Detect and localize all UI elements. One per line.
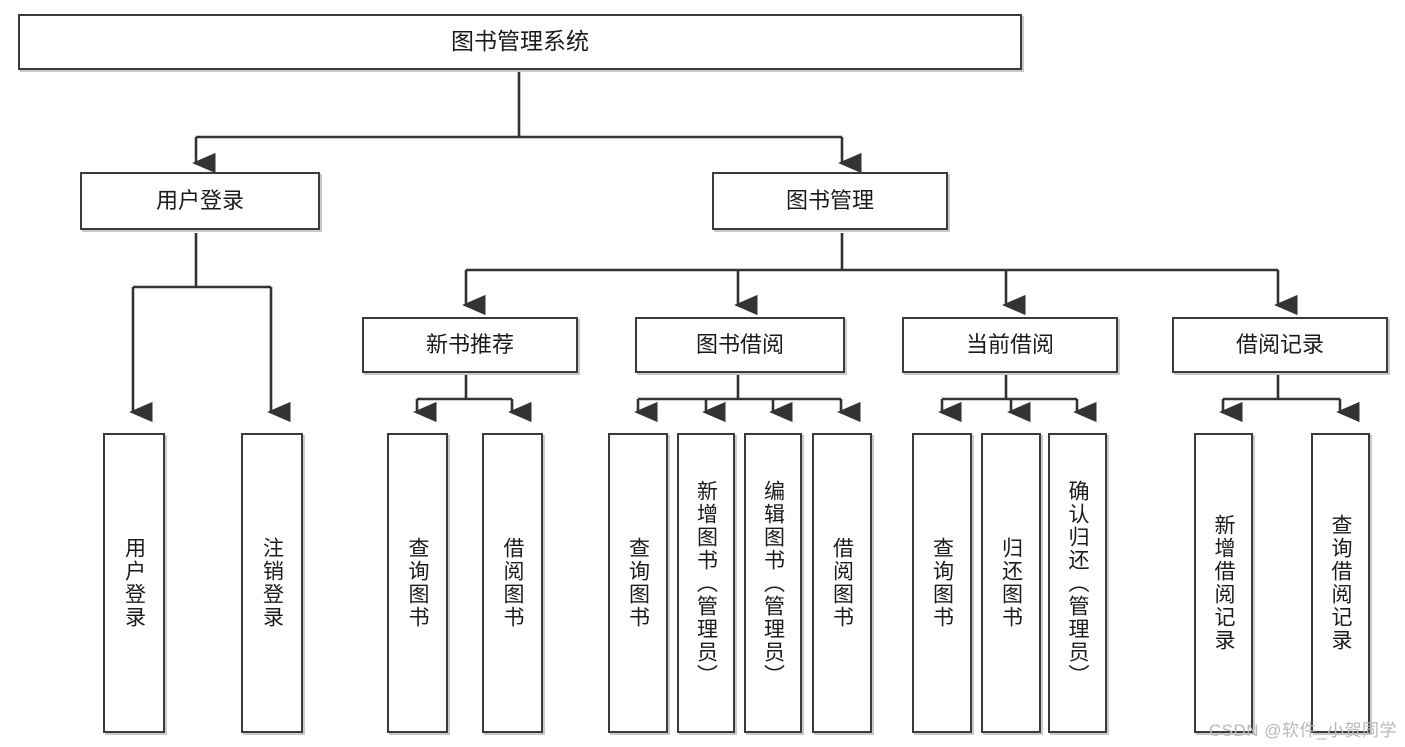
leaf-user-login-logout[interactable]: 注销登录 xyxy=(241,433,303,733)
leaf-current-borrow-confirm-return-admin[interactable]: 确认归还（管理员） xyxy=(1048,433,1107,733)
node-label: 新增图书（管理员） xyxy=(694,479,718,687)
leaf-borrow-record-add-record[interactable]: 新增借阅记录 xyxy=(1194,433,1253,733)
node-label: 查询图书 xyxy=(406,537,429,629)
node-label: 查询图书 xyxy=(626,537,650,629)
node-label: 新增借阅记录 xyxy=(1212,514,1235,652)
node-label: 编辑图书（管理员） xyxy=(761,479,785,687)
node-book-borrowing[interactable]: 图书借阅 xyxy=(635,317,845,373)
node-borrowing-record[interactable]: 借阅记录 xyxy=(1172,317,1388,373)
node-label: 注销登录 xyxy=(260,537,284,629)
leaf-user-login-login[interactable]: 用户登录 xyxy=(103,433,165,733)
node-label: 借阅记录 xyxy=(1235,331,1324,357)
node-label: 借阅图书 xyxy=(501,537,524,629)
leaf-book-borrow-query-books[interactable]: 查询图书 xyxy=(608,433,668,733)
node-label: 图书借阅 xyxy=(695,331,784,357)
node-label: 新书推荐 xyxy=(425,331,514,357)
leaf-book-borrow-add-book-admin[interactable]: 新增图书（管理员） xyxy=(677,433,735,733)
node-current-borrowing[interactable]: 当前借阅 xyxy=(902,317,1118,373)
node-label: 图书管理 xyxy=(785,187,874,213)
node-label: 确认归还（管理员） xyxy=(1066,479,1089,687)
leaf-book-borrow-edit-book-admin[interactable]: 编辑图书（管理员） xyxy=(744,433,802,733)
node-user-login[interactable]: 用户登录 xyxy=(80,172,320,230)
leaf-current-borrow-query-books[interactable]: 查询图书 xyxy=(912,433,972,733)
node-label: 用户登录 xyxy=(155,187,244,213)
leaf-borrow-record-query-record[interactable]: 查询借阅记录 xyxy=(1311,433,1370,733)
leaf-new-book-query-books[interactable]: 查询图书 xyxy=(387,433,448,733)
node-root-book-management-system[interactable]: 图书管理系统 xyxy=(18,14,1022,70)
leaf-current-borrow-return-books[interactable]: 归还图书 xyxy=(981,433,1041,733)
node-book-management[interactable]: 图书管理 xyxy=(712,172,948,230)
leaf-book-borrow-borrow-books[interactable]: 借阅图书 xyxy=(812,433,872,733)
node-label: 借阅图书 xyxy=(830,537,854,629)
node-new-book-recommendation[interactable]: 新书推荐 xyxy=(362,317,578,373)
node-label: 查询图书 xyxy=(930,537,954,629)
node-label: 归还图书 xyxy=(999,537,1023,629)
csdn-watermark: CSDN @软件_小贺同学 xyxy=(1208,721,1397,740)
node-label: 用户登录 xyxy=(122,537,146,629)
leaf-new-book-borrow-books[interactable]: 借阅图书 xyxy=(482,433,543,733)
node-label: 查询借阅记录 xyxy=(1329,514,1352,652)
node-label: 图书管理系统 xyxy=(451,28,589,55)
node-label: 当前借阅 xyxy=(965,331,1054,357)
